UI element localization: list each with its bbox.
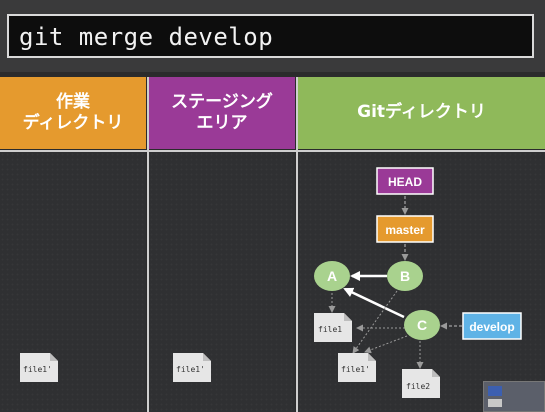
commit-c-node — [404, 310, 440, 340]
staging-header-line1: ステージング — [171, 91, 273, 112]
commit-b-file-label: file1' — [341, 365, 370, 374]
column-divider — [296, 77, 298, 412]
thumbnail-icon — [488, 399, 502, 407]
commit-c-label: C — [417, 317, 427, 333]
develop-ref-label: develop — [469, 320, 514, 334]
staging-area-header: ステージングエリア — [149, 77, 295, 149]
master-ref-box — [376, 215, 434, 243]
column-divider — [147, 77, 149, 412]
header-divider — [0, 150, 545, 152]
thumbnail-icon — [488, 386, 502, 396]
commit-a-label: A — [327, 268, 337, 284]
file-icon: file1' — [338, 353, 376, 382]
git-header-label: Gitディレクトリ — [357, 102, 486, 123]
working-header-line1: 作業 — [56, 91, 90, 112]
commit-b-label: B — [400, 268, 410, 284]
commit-b-node — [387, 261, 423, 291]
head-ref-box — [376, 167, 434, 195]
working-header-line2: ディレクトリ — [22, 113, 124, 133]
command-text: git merge develop — [19, 23, 274, 51]
git-directory-header: Gitディレクトリ — [298, 77, 545, 149]
command-box: git merge develop — [7, 14, 534, 58]
commit-c-file-label: file2 — [406, 382, 430, 391]
working-file-label: file1' — [23, 365, 52, 374]
taskbar-thumbnail — [483, 381, 545, 412]
b-to-file1prime-pointer — [352, 290, 398, 354]
c-to-a-arrow — [343, 287, 405, 319]
commit-a-file-label: file1 — [318, 325, 342, 334]
file-icon: file1 — [314, 313, 352, 342]
file-icon: file1' — [20, 353, 58, 382]
head-ref-label: HEAD — [388, 175, 422, 189]
command-bar: git merge develop — [0, 0, 545, 72]
staging-header-line2: エリア — [196, 113, 248, 133]
c-to-file1prime-pointer — [364, 335, 408, 354]
develop-ref-box — [462, 312, 522, 340]
file-icon: file1' — [173, 353, 211, 382]
master-ref-label: master — [385, 223, 425, 237]
working-directory-header: 作業ディレクトリ — [0, 77, 146, 149]
commit-a-node — [314, 261, 350, 291]
staging-file-label: file1' — [176, 365, 205, 374]
file-icon: file2 — [402, 369, 440, 398]
